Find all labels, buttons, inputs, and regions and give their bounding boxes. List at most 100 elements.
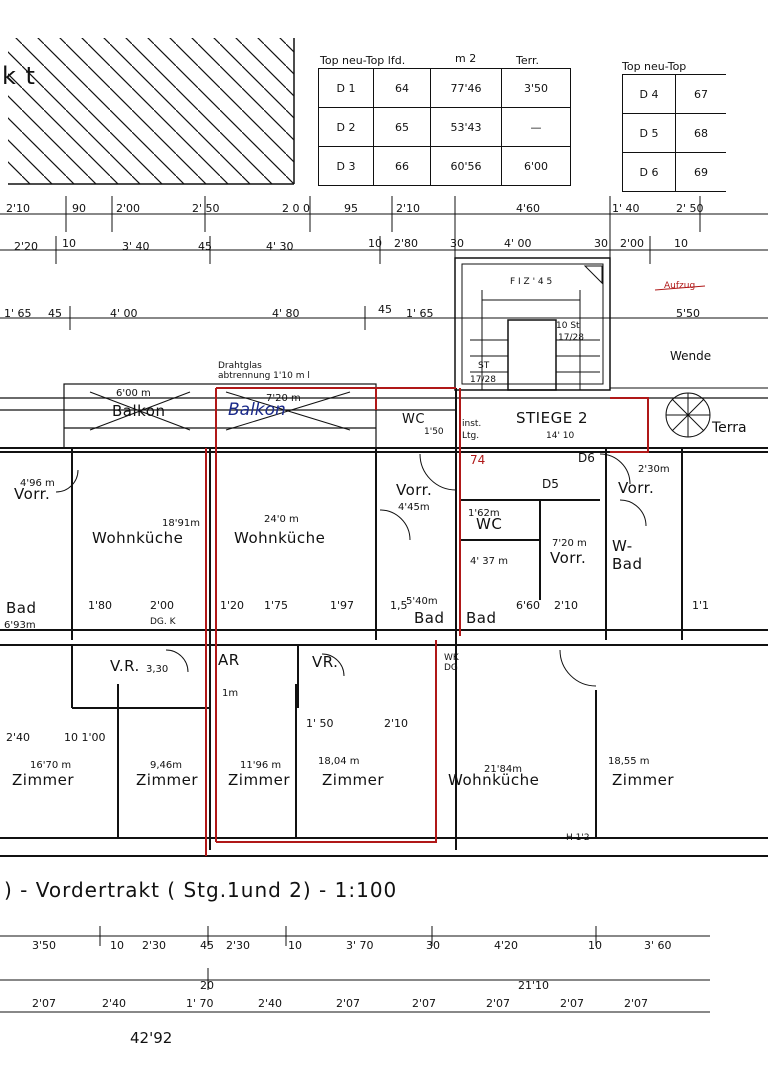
label-balkon-mid: Balkon [228,400,286,420]
dim-label: 2'00 [116,202,141,215]
dim-label: 3' 60 [644,939,672,952]
label-kt: k t [2,62,36,90]
table-right-header: Top neu-Top [622,60,687,73]
dim-label: 21'10 [518,979,550,992]
label-vorr-mid: Vorr. [396,481,433,499]
label-wende: Wende [670,349,712,363]
dim-label: 2'07 [560,997,585,1010]
label-vorr-mid-area: 4'45m [398,502,430,513]
label-terr: Terra [712,420,747,436]
label-ar-area: 1m [222,688,239,699]
label-bad-left-area: 6'93m [4,620,36,631]
label-wohnkueche-2: Wohnküche [234,529,326,547]
dim-label: 10 [368,237,382,250]
label-vorr-left: Vorr. [14,485,51,503]
staircase [454,257,611,391]
total-length: 42'92 [130,1029,173,1047]
dim-label: 45 [378,303,392,316]
bottom-dimension-lines [0,926,710,1013]
label-area-437: 4' 37 m [470,556,508,567]
label-wc-area: 1'50 [424,427,444,437]
dim-label: 2'30 [142,939,167,952]
dim-label: 1,5 [390,599,408,612]
label-abtrennung: abtrennung 1'10 m l [218,371,310,381]
dim-label: 2'07 [486,997,511,1010]
label-vorr-stair-area: 7'20 m [552,538,587,549]
table-row: D 1 64 77'46 3'50 [318,68,571,108]
dim-label: 4' 80 [272,307,300,320]
drawing-title: ) - Vordertrakt ( Stg.1und 2) - 1:100 [4,878,398,902]
dim-label: 2'20 [14,240,39,253]
label-stiege: STIEGE 2 [516,409,588,427]
dim-label: 4' 00 [504,237,532,250]
dim-label: 4'20 [494,939,519,952]
dim-label: 2'40 [102,997,127,1010]
label-d6: D6 [578,451,595,465]
dim-label: 2'10 [6,202,31,215]
label-zimmer-5: Zimmer [612,771,675,789]
table-row: D 2 65 53'43 — [318,107,571,147]
table-row: D 4 67 [622,74,726,114]
dim-label: 2'07 [412,997,437,1010]
label-zimmer-2-area: 9,46m [150,760,183,771]
label-aufzug: Aufzug [664,281,696,291]
dim-label: 1' 70 [186,997,214,1010]
label-wk1-area: 18'91m [162,518,200,529]
top-table-left: D 1 64 77'46 3'50 D 2 65 53'43 — D 3 66 … [318,68,571,186]
dim-label: 2'40 [258,997,283,1010]
label-vr-left-area: 3,30 [146,664,169,675]
dim-label: 10 [110,939,124,952]
label-dg-k: DG. K [150,617,176,627]
label-d5: D5 [542,477,559,491]
label-wohnkueche-3: Wohnküche [448,771,540,789]
dim-label: 1'1 [692,599,710,612]
dim-label: 10 [674,237,688,250]
label-bad-right: Bad [612,555,643,573]
dim-label: 2' 50 [676,202,704,215]
dim-label: 1'97 [330,599,355,612]
dim-label: 1' 40 [612,202,640,215]
dim-label: 1'75 [264,599,289,612]
top-table-right: D 4 67 D 5 68 D 6 69 [622,74,726,192]
label-stufen: 10 St [556,321,580,331]
label-h12: H 1'2 [566,833,590,843]
label-w-bad: W- [612,537,633,555]
label-vr-mid: VR. [312,653,339,671]
label-zimmer-1: Zimmer [12,771,75,789]
label-vorr-right-area: 2'30m [638,464,670,475]
label-ltg: Ltg. [462,431,480,441]
highlighted-unit-outline [205,387,649,856]
dim-label: 45 [48,307,62,320]
label-wk2-area: 24'0 m [264,514,299,525]
dim-label: 10 [588,939,602,952]
dim-label: 2'07 [32,997,57,1010]
label-zimmer-1-area: 16'70 m [30,760,72,771]
dim-label: 3' 40 [122,240,150,253]
table-row: D 3 66 60'56 6'00 [318,146,571,186]
label-balkon-left: Balkon [112,402,166,420]
dim-label: 20 [200,979,214,992]
label-zimmer-3: Zimmer [228,771,291,789]
dim-label: 1'20 [220,599,245,612]
label-bad-mid1: Bad [414,609,445,627]
dim-label: 2' 50 [192,202,220,215]
label-vorr-stair: Vorr. [550,549,587,567]
door-swings [55,453,647,687]
dim-label: 4' 30 [266,240,294,253]
dim-label: 2'10 [396,202,421,215]
label-stiege-dim: 14' 10 [546,431,575,441]
label-bad-mid-area: 5'40m [406,596,438,607]
label-wc2-area: 1'62m [468,508,500,519]
dim-label: 2'40 [6,731,31,744]
dim-label: 2'30 [226,939,251,952]
elevator-area [610,285,768,438]
dim-label: 2'07 [624,997,649,1010]
dim-label: 1' 65 [4,307,32,320]
label-balkon-mid-area: 7'20 m [266,393,301,404]
label-vorr-right: Vorr. [618,479,655,497]
label-zimmer-4-area: 18,04 m [318,756,360,767]
table-left-header-top: Top neu-Top lfd. [320,54,406,67]
dim-label: 6'60 [516,599,541,612]
